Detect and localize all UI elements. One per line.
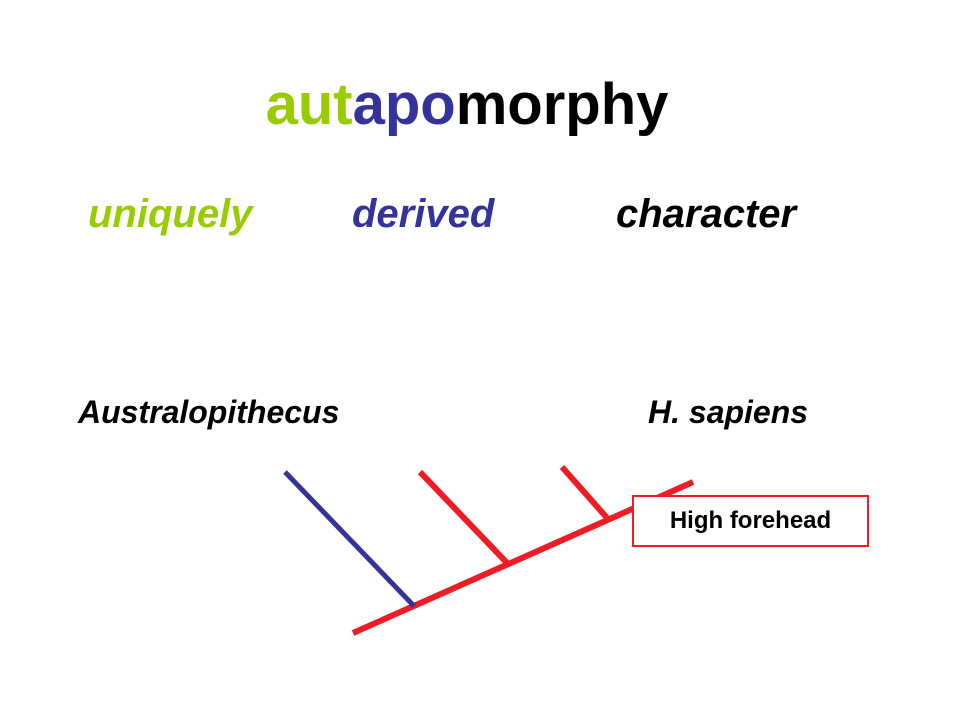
- page-title: autapomorphy: [0, 70, 934, 140]
- taxon-label-h-sapiens: H. sapiens: [648, 394, 809, 430]
- title-part-morphy: morphy: [455, 72, 669, 137]
- clade-branch-australopithecus: [283, 470, 416, 608]
- clade-branch-3: [559, 465, 611, 521]
- character-label-box: High forehead: [632, 495, 869, 547]
- title-part-aut: aut: [265, 72, 353, 137]
- subtitle-derived: derived: [352, 192, 495, 236]
- clade-branch-2: [417, 469, 512, 568]
- title-part-apo: apo: [352, 72, 456, 137]
- taxon-label-australopithecus: Australopithecus: [78, 394, 340, 430]
- subtitle-character: character: [616, 192, 797, 236]
- subtitle-uniquely: uniquely: [88, 192, 253, 236]
